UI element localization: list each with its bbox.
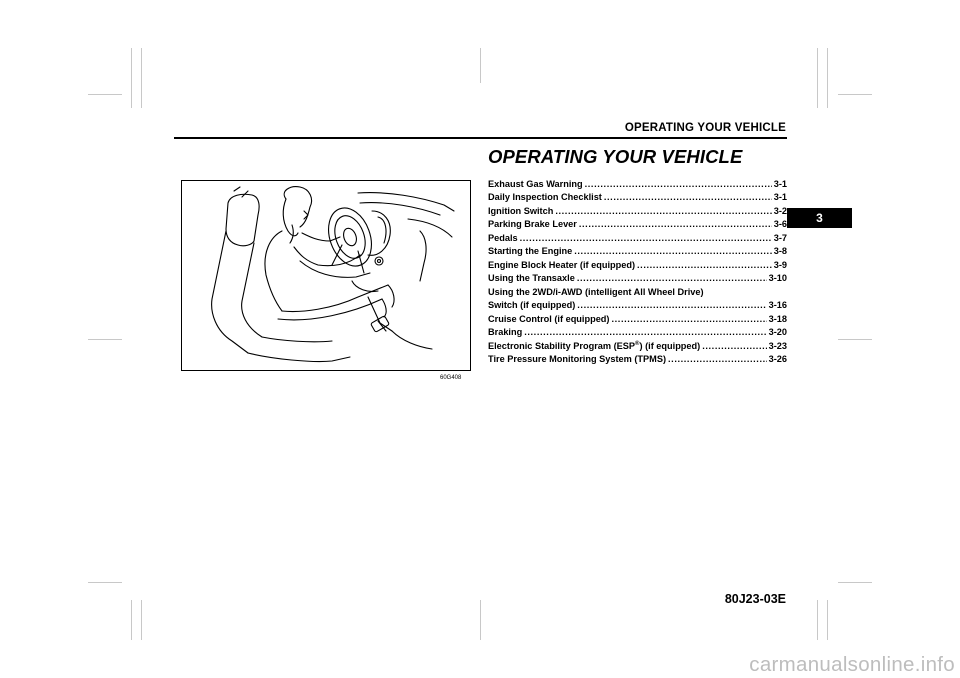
toc-item-title: Pedals bbox=[488, 232, 518, 243]
crop-mark bbox=[88, 582, 122, 583]
toc-item[interactable]: Pedals 3-7 bbox=[488, 229, 787, 243]
dot-leader bbox=[637, 260, 772, 270]
toc-item[interactable]: Daily Inspection Checklist 3-1 bbox=[488, 189, 787, 202]
registered-mark: ® bbox=[635, 340, 640, 347]
toc-item[interactable]: Starting the Engine 3-8 bbox=[488, 243, 787, 256]
toc-item-page: 3-26 bbox=[768, 354, 787, 364]
chapter-tab[interactable]: 3 bbox=[787, 208, 852, 228]
toc-item-title: Using the Transaxle bbox=[488, 273, 575, 283]
dot-leader bbox=[611, 314, 766, 324]
dot-leader bbox=[604, 192, 772, 202]
toc-item-title: Parking Brake Lever bbox=[488, 219, 577, 229]
toc-item-page: 3-1 bbox=[773, 192, 787, 202]
crop-mark bbox=[88, 94, 122, 95]
toc-item-title: Ignition Switch bbox=[488, 205, 554, 216]
dot-leader bbox=[577, 300, 766, 310]
crop-mark bbox=[141, 48, 142, 108]
toc-item-title-suffix: ) (if equipped) bbox=[639, 340, 701, 351]
dot-leader bbox=[555, 206, 771, 216]
toc-item[interactable]: Exhaust Gas Warning 3-1 bbox=[488, 175, 787, 189]
watermark: carmanualsonline.info bbox=[749, 653, 955, 676]
crop-mark bbox=[838, 339, 872, 340]
toc-item-page: 3-9 bbox=[773, 259, 787, 270]
dot-leader bbox=[702, 341, 766, 351]
running-header: OPERATING YOUR VEHICLE bbox=[624, 122, 786, 134]
toc-item[interactable]: Parking Brake Lever 3-6 bbox=[488, 216, 787, 229]
section-title: OPERATING YOUR VEHICLE bbox=[488, 146, 743, 167]
driver-figure bbox=[264, 186, 395, 321]
toc-item-title: Tire Pressure Monitoring System (TPMS) bbox=[488, 354, 667, 364]
toc-item-title: Exhaust Gas Warning bbox=[488, 178, 583, 189]
toc-item-page: 3-18 bbox=[768, 313, 787, 324]
dot-leader bbox=[577, 273, 767, 283]
crop-mark bbox=[838, 582, 872, 583]
crop-mark bbox=[88, 339, 122, 340]
crop-mark bbox=[480, 600, 481, 640]
dot-leader bbox=[524, 327, 766, 337]
toc-item-page: 3-7 bbox=[773, 232, 787, 243]
dashboard bbox=[351, 192, 455, 350]
toc-item-title: Braking bbox=[488, 327, 523, 337]
toc-item-title: Cruise Control (if equipped) bbox=[488, 313, 610, 324]
dot-leader bbox=[574, 246, 771, 256]
seat bbox=[211, 186, 351, 363]
toc-item-page: 3-23 bbox=[768, 340, 787, 351]
dot-leader bbox=[520, 233, 772, 243]
crop-mark bbox=[827, 600, 828, 640]
toc-item-title: Engine Block Heater (if equipped) bbox=[488, 259, 636, 270]
toc-item-title: Using the 2WD/i-AWD (intelligent All Whe… bbox=[488, 286, 704, 297]
toc-item[interactable]: Using the 2WD/i-AWD (intelligent All Whe… bbox=[488, 283, 787, 297]
toc-item-page: 3-2 bbox=[773, 205, 787, 216]
document-code: 80J23-03E bbox=[724, 592, 786, 606]
steering-wheel bbox=[328, 207, 372, 274]
crop-mark bbox=[827, 48, 828, 108]
figure-code: 60G408 bbox=[440, 375, 462, 381]
toc-item[interactable]: Engine Block Heater (if equipped) 3-9 bbox=[488, 256, 787, 270]
toc-item-page: 3-8 bbox=[773, 246, 787, 256]
toc-item[interactable]: Switch (if equipped) 3-16 bbox=[488, 297, 787, 310]
header-rule bbox=[174, 137, 787, 139]
toc-item-title: Electronic Stability Program (ESP®) (if … bbox=[488, 340, 701, 351]
crop-mark bbox=[141, 600, 142, 640]
crop-mark bbox=[480, 48, 481, 83]
driver-illustration bbox=[181, 180, 471, 371]
toc-item-title: Starting the Engine bbox=[488, 246, 573, 256]
toc-item[interactable]: Braking 3-20 bbox=[488, 324, 787, 337]
toc-item-title-text: Electronic Stability Program (ESP bbox=[488, 340, 636, 351]
toc-item-page: 3-10 bbox=[768, 273, 787, 283]
table-of-contents: Exhaust Gas Warning 3-1 Daily Inspection … bbox=[488, 175, 787, 365]
toc-item-page: 3-20 bbox=[768, 327, 787, 337]
crop-mark bbox=[131, 48, 132, 108]
toc-item[interactable]: Using the Transaxle 3-10 bbox=[488, 270, 787, 283]
toc-item-page: 3-16 bbox=[768, 300, 787, 310]
crop-mark bbox=[817, 600, 818, 640]
dot-leader bbox=[668, 354, 767, 364]
crop-mark bbox=[838, 94, 872, 95]
toc-item-page: 3-1 bbox=[773, 178, 787, 189]
toc-item-title: Switch (if equipped) bbox=[488, 300, 576, 310]
crop-mark bbox=[131, 600, 132, 640]
toc-item-page: 3-6 bbox=[773, 219, 787, 229]
dot-leader bbox=[585, 179, 772, 189]
toc-item[interactable]: Cruise Control (if equipped) 3-18 bbox=[488, 310, 787, 324]
dot-leader bbox=[579, 219, 772, 229]
toc-item[interactable]: Tire Pressure Monitoring System (TPMS) 3-… bbox=[488, 351, 787, 364]
toc-item-title: Daily Inspection Checklist bbox=[488, 192, 602, 202]
toc-item[interactable]: Ignition Switch 3-2 bbox=[488, 202, 787, 216]
toc-item[interactable]: Electronic Stability Program (ESP®) (if … bbox=[488, 337, 787, 351]
crop-mark bbox=[817, 48, 818, 108]
